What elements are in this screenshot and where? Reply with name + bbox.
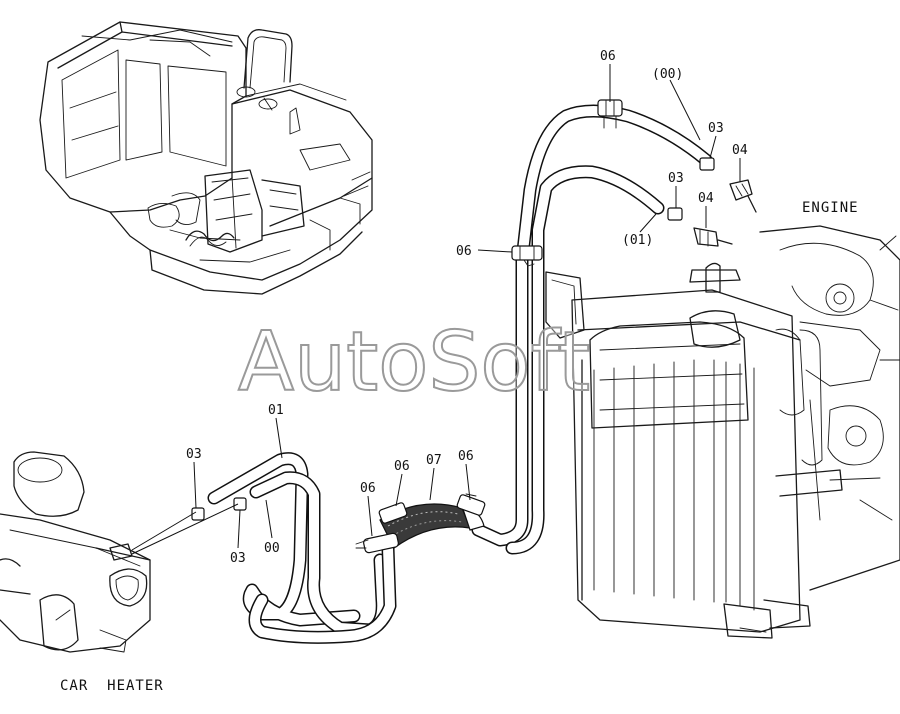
callout-clamp-03-upper: 03 (708, 121, 724, 136)
callout-fitting-04-upper: 04 (732, 143, 748, 158)
callout-clamp-03-heater-a: 03 (186, 447, 202, 462)
callout-joint-clamp-mid: 06 (394, 459, 410, 474)
clamps-03-fittings-04 (109, 157, 757, 561)
callout-hose-01-heater: 01 (268, 403, 284, 418)
callout-fitting-04-lower: 04 (698, 191, 714, 206)
leader-lines (193, 64, 741, 549)
callout-clamp-03-lower: 03 (668, 171, 684, 186)
excavator-illustration (39, 21, 373, 295)
watermark: AutoSoft (238, 315, 590, 410)
callout-hose-01-top: (01) (622, 233, 653, 248)
radiator-illustration (545, 225, 900, 639)
callout-joint-clamp-right: 06 (458, 449, 474, 464)
car-heater-caption: CAR HEATER (60, 678, 164, 694)
hose-routing (207, 104, 713, 644)
callout-clamp-03-heater-b: 03 (230, 551, 246, 566)
car-heater-illustration (0, 451, 151, 653)
callout-joint-hose: 07 (426, 453, 442, 468)
engine-caption: ENGINE (802, 200, 859, 216)
callout-top-clamp: 06 (600, 49, 616, 64)
callout-left-clamp: 06 (456, 244, 472, 259)
callout-hose-00-heater: 00 (264, 541, 280, 556)
callout-joint-clamp-left: 06 (360, 481, 376, 496)
callout-hose-00-top: (00) (652, 67, 683, 82)
clamps-06 (355, 99, 623, 554)
callout-labels: 06 (00) 03 04 03 04 (01) 06 01 03 03 00 … (186, 49, 748, 566)
